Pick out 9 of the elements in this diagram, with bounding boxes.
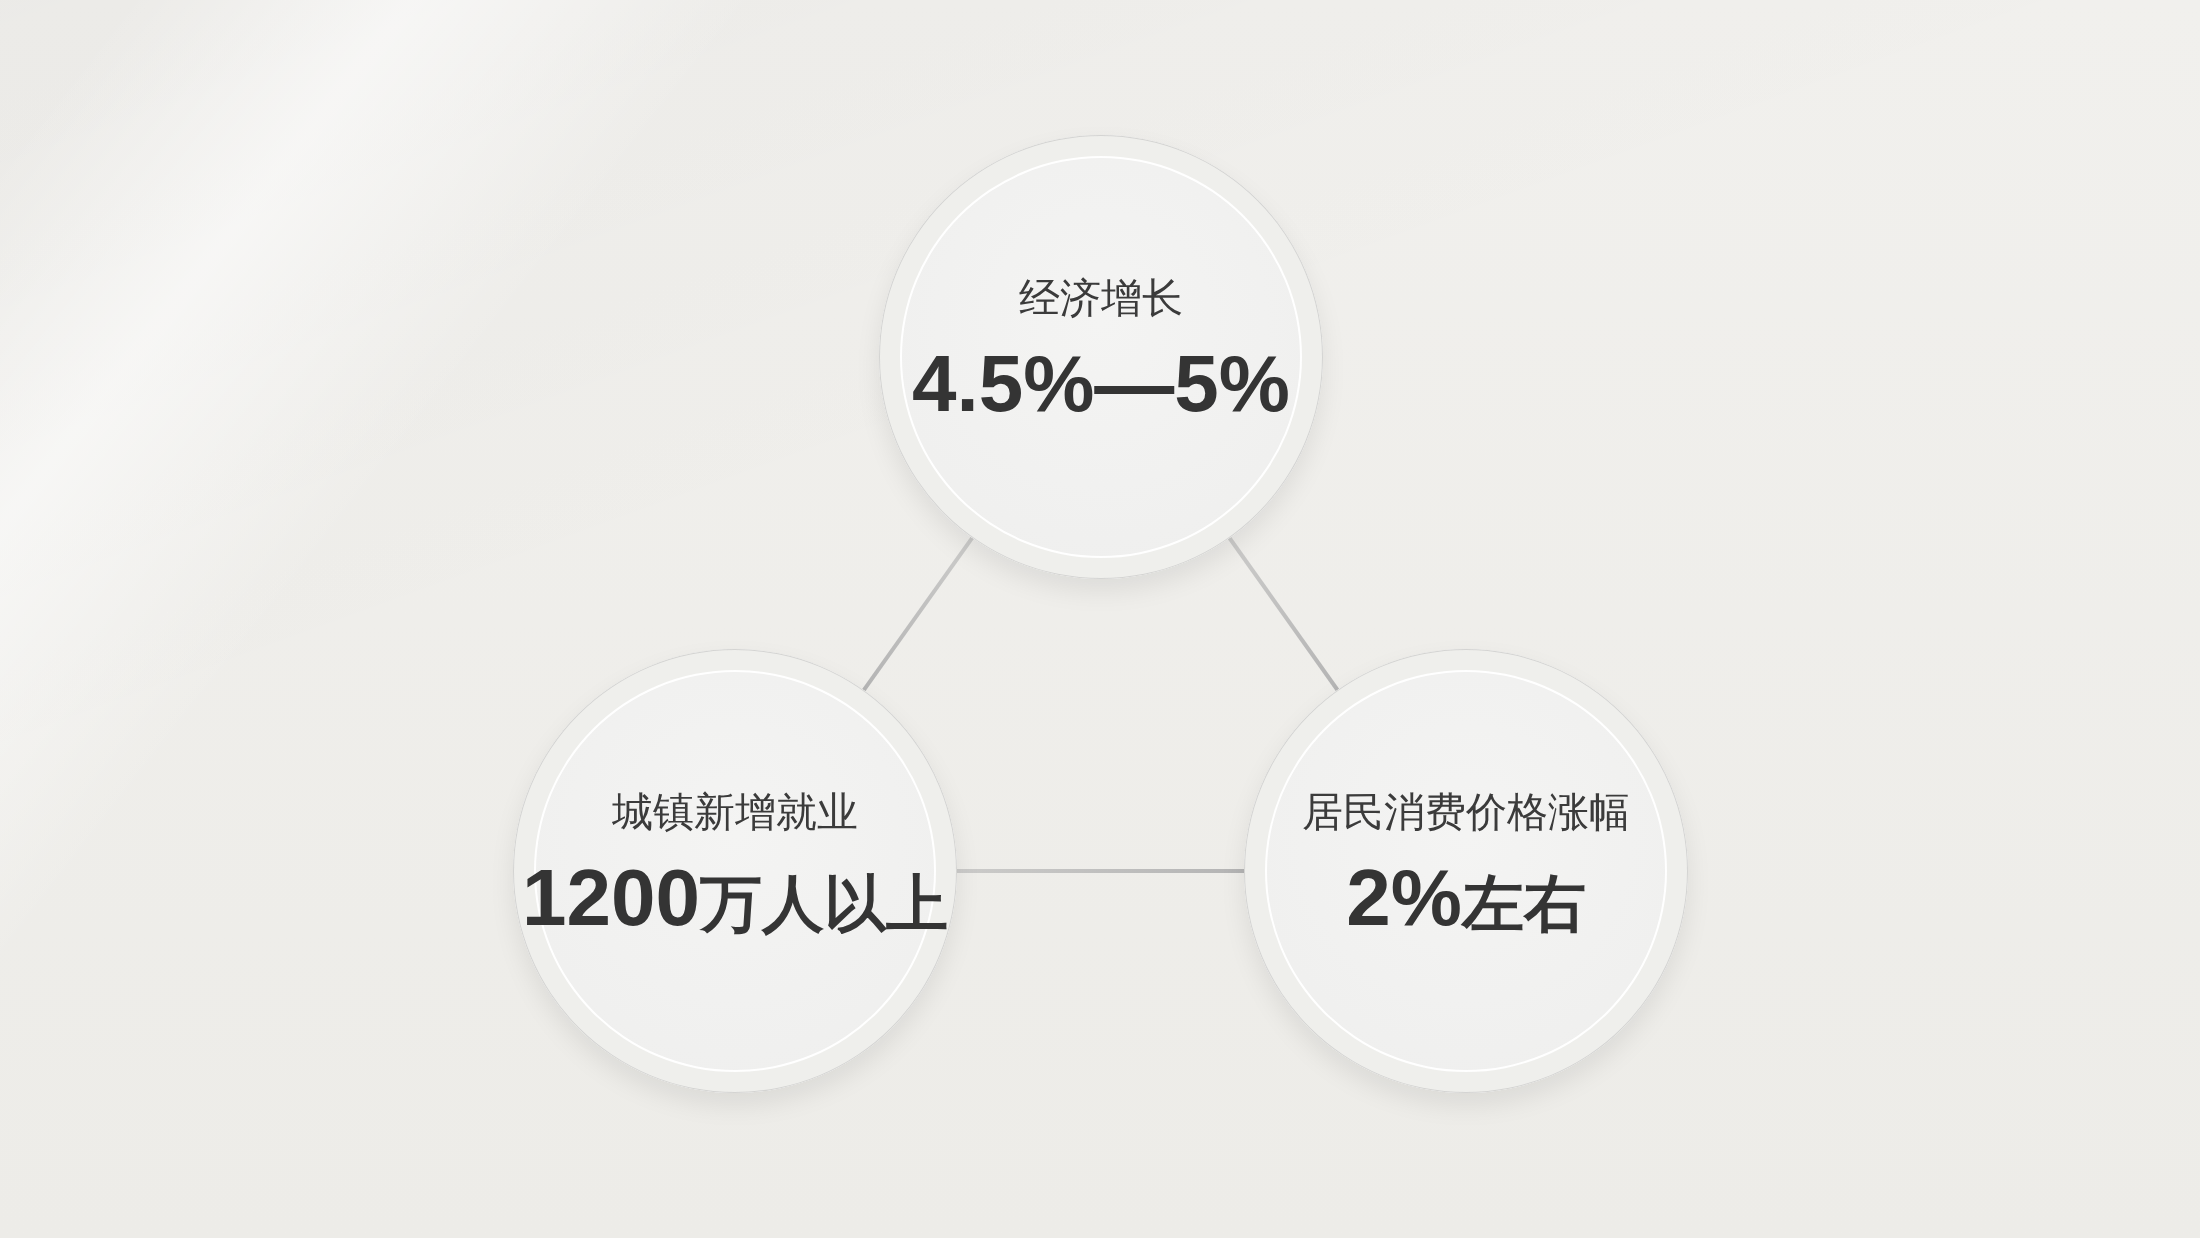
- connector-line: [1227, 536, 1340, 692]
- metric-value: 1200万人以上: [522, 853, 948, 944]
- metric-label: 居民消费价格涨幅: [1302, 788, 1630, 837]
- metric-label: 城镇新增就业: [612, 788, 858, 837]
- connector-line: [957, 869, 1244, 873]
- connector-line: [862, 536, 974, 692]
- metric-value: 4.5%—5%: [912, 339, 1290, 429]
- metric-label: 经济增长: [1019, 274, 1183, 323]
- metric-value: 2%左右: [1346, 853, 1586, 944]
